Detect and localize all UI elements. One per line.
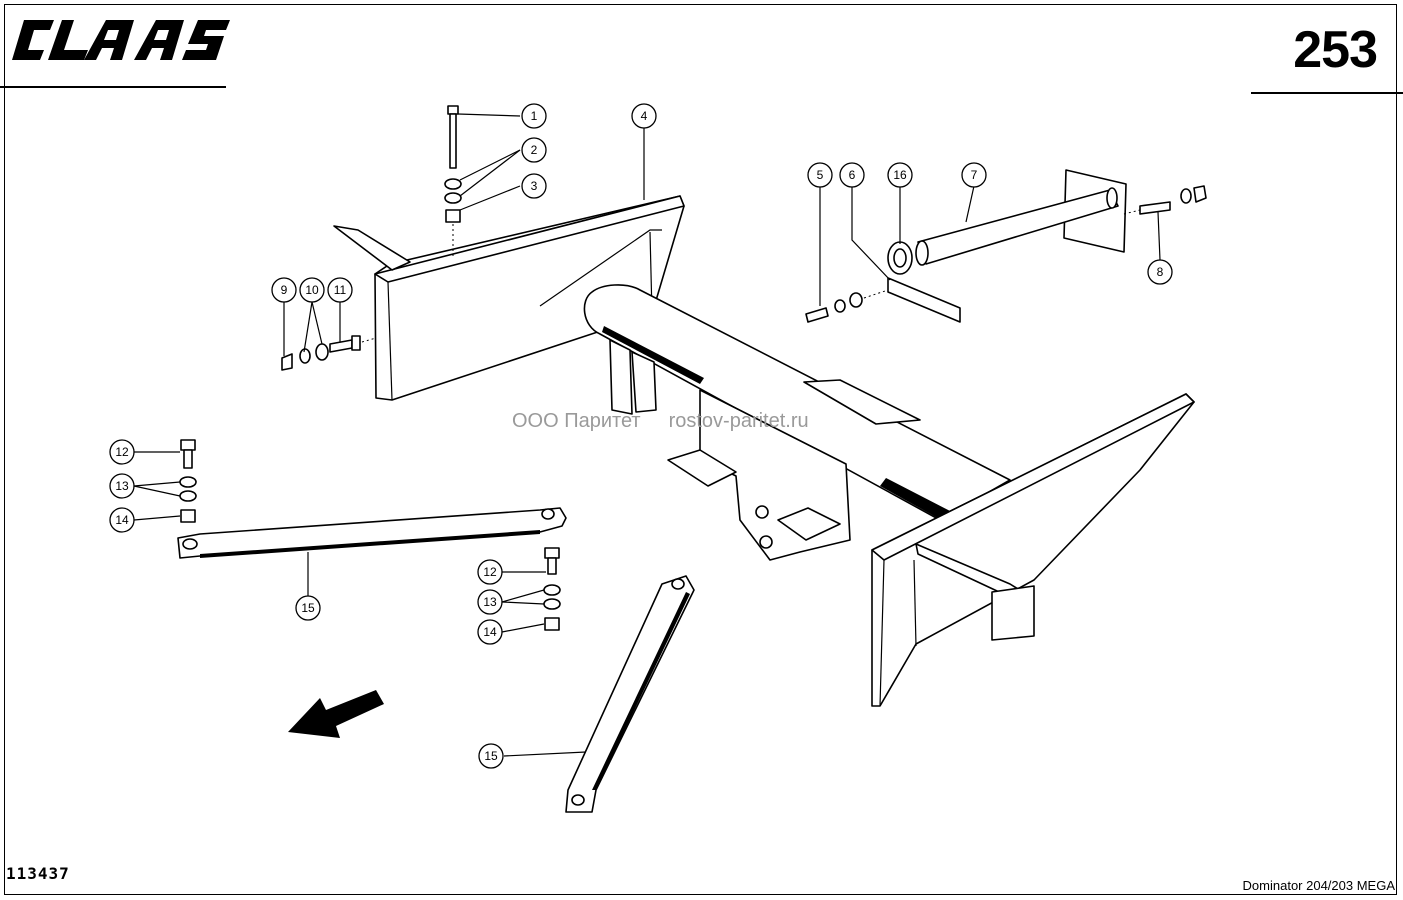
header-rule-right [1251, 92, 1403, 94]
parts-sheet [4, 4, 1397, 895]
callout-7: 7 [961, 162, 987, 188]
strut-lower [565, 575, 695, 813]
hardware-stack-strut-left [179, 439, 197, 523]
svg-text:13: 13 [115, 479, 129, 493]
svg-text:8: 8 [1157, 265, 1164, 279]
drawing-number: 113437 [6, 864, 70, 883]
svg-text:9: 9 [281, 283, 288, 297]
callout-15-lower: 15 [478, 743, 504, 769]
hardware-stack-right [805, 289, 889, 323]
callout-16: 16 [887, 162, 913, 188]
claas-logo [12, 20, 230, 60]
callout-6: 6 [839, 162, 865, 188]
callout-2: 2 [521, 137, 547, 163]
svg-text:14: 14 [115, 513, 129, 527]
callout-15-upper: 15 [295, 595, 321, 621]
hardware-stack-flange [1123, 185, 1207, 215]
left-side-bracket [333, 195, 685, 401]
callout-14-right: 14 [477, 619, 503, 645]
strut-upper [177, 507, 567, 559]
svg-text:15: 15 [301, 601, 315, 615]
svg-text:1: 1 [531, 109, 538, 123]
svg-text:5: 5 [817, 168, 824, 182]
callout-13-left: 13 [109, 473, 135, 499]
svg-text:14: 14 [483, 625, 497, 639]
svg-text:12: 12 [115, 445, 129, 459]
callout-5: 5 [807, 162, 833, 188]
svg-text:2: 2 [531, 143, 538, 157]
callout-12-right: 12 [477, 559, 503, 585]
right-side-bracket [871, 393, 1195, 707]
svg-text:7: 7 [971, 168, 978, 182]
shaft-with-flange [915, 169, 1127, 266]
hardware-stack-top [444, 105, 462, 256]
svg-text:11: 11 [334, 283, 347, 297]
watermark: ООО Паритет rostov-paritet.ru [512, 410, 837, 433]
callout-leaders [133, 113, 1161, 757]
callout-13-right: 13 [477, 589, 503, 615]
page-number: 253 [1293, 21, 1378, 79]
washer-part-16 [887, 241, 913, 275]
callout-10: 10 [299, 277, 325, 303]
callout-1: 1 [521, 103, 547, 129]
svg-text:3: 3 [531, 179, 538, 193]
callout-3: 3 [521, 173, 547, 199]
svg-text:10: 10 [305, 283, 319, 297]
callout-14-left: 14 [109, 507, 135, 533]
watermark-company: ООО Паритет [512, 410, 641, 432]
header-rule-left [0, 86, 226, 88]
callout-8: 8 [1147, 259, 1173, 285]
svg-text:6: 6 [849, 168, 856, 182]
hardware-stack-left [281, 335, 377, 371]
callout-12-left: 12 [109, 439, 135, 465]
callout-9: 9 [271, 277, 297, 303]
callout-11: 11 [327, 277, 353, 303]
svg-text:15: 15 [484, 749, 498, 763]
center-support [667, 379, 921, 561]
travel-direction-arrow [288, 690, 384, 738]
callout-4: 4 [631, 103, 657, 129]
plate-part-6 [887, 277, 961, 323]
model-label: Dominator 204/203 MEGA [1242, 878, 1395, 893]
svg-text:4: 4 [641, 109, 648, 123]
svg-text:16: 16 [893, 168, 907, 182]
svg-text:12: 12 [483, 565, 497, 579]
hardware-stack-strut-right [543, 547, 561, 631]
watermark-site: rostov-paritet.ru [668, 410, 809, 432]
svg-text:13: 13 [483, 595, 497, 609]
